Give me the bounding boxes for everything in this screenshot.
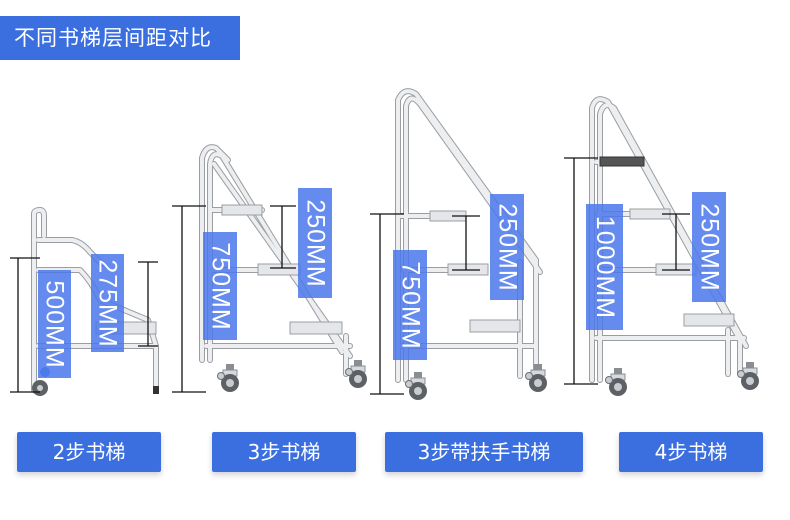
ladder-3-step-spacing-label: 250MM	[298, 188, 332, 298]
caption-3-step: 3步书梯	[212, 432, 356, 472]
ladder-4-total-height-label: 1000MM	[586, 204, 623, 330]
ladder-2-dimension-lines	[10, 257, 158, 393]
caption-2-step: 2步书梯	[17, 432, 161, 472]
ladder-3h-total-height-label: 750MM	[393, 250, 427, 360]
ladder-4-step-spacing-label: 250MM	[692, 192, 726, 302]
page-title: 不同书梯层间距对比	[0, 16, 240, 60]
caption-3-step-handrail: 3步带扶手书梯	[385, 432, 583, 472]
ladder-2-step-spacing-label: 275MM	[91, 254, 124, 352]
ladder-2-total-height-label: 500MM	[38, 270, 71, 378]
ladder-3-total-height-label: 750MM	[203, 232, 237, 340]
ladder-3h-step-spacing-label: 250MM	[490, 194, 524, 300]
ladder-4-dimension-lines-a	[370, 213, 480, 395]
ladder-3-dimension-lines	[172, 205, 296, 393]
ladder-4-step	[589, 96, 760, 397]
caption-4-step: 4步书梯	[619, 432, 763, 472]
ladder-4-dimension-lines-b	[564, 157, 690, 385]
